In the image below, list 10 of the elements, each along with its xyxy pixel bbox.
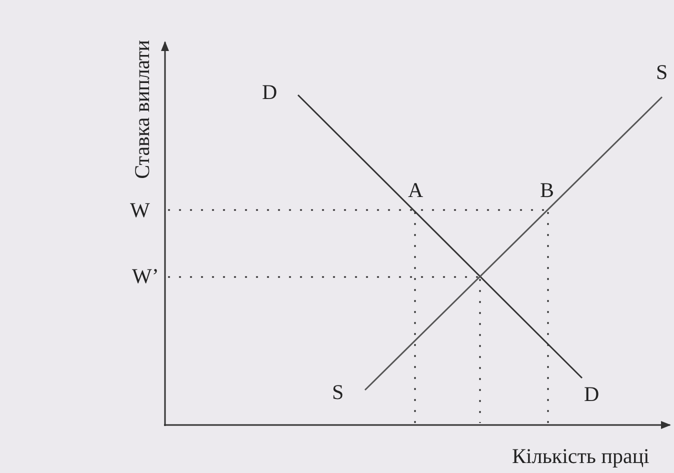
curve-label: D xyxy=(584,384,600,405)
axis-title: Ставка виплати xyxy=(132,40,153,179)
point-label: A xyxy=(408,180,424,201)
axis-value-label: W xyxy=(130,200,150,221)
curve-label: S xyxy=(656,62,668,83)
axis-value-label: W’ xyxy=(132,266,159,287)
point-label: B xyxy=(540,180,554,201)
curve-label: D xyxy=(262,82,278,103)
axis-title: Кількість праці xyxy=(512,446,650,467)
curve-label: S xyxy=(332,382,344,403)
